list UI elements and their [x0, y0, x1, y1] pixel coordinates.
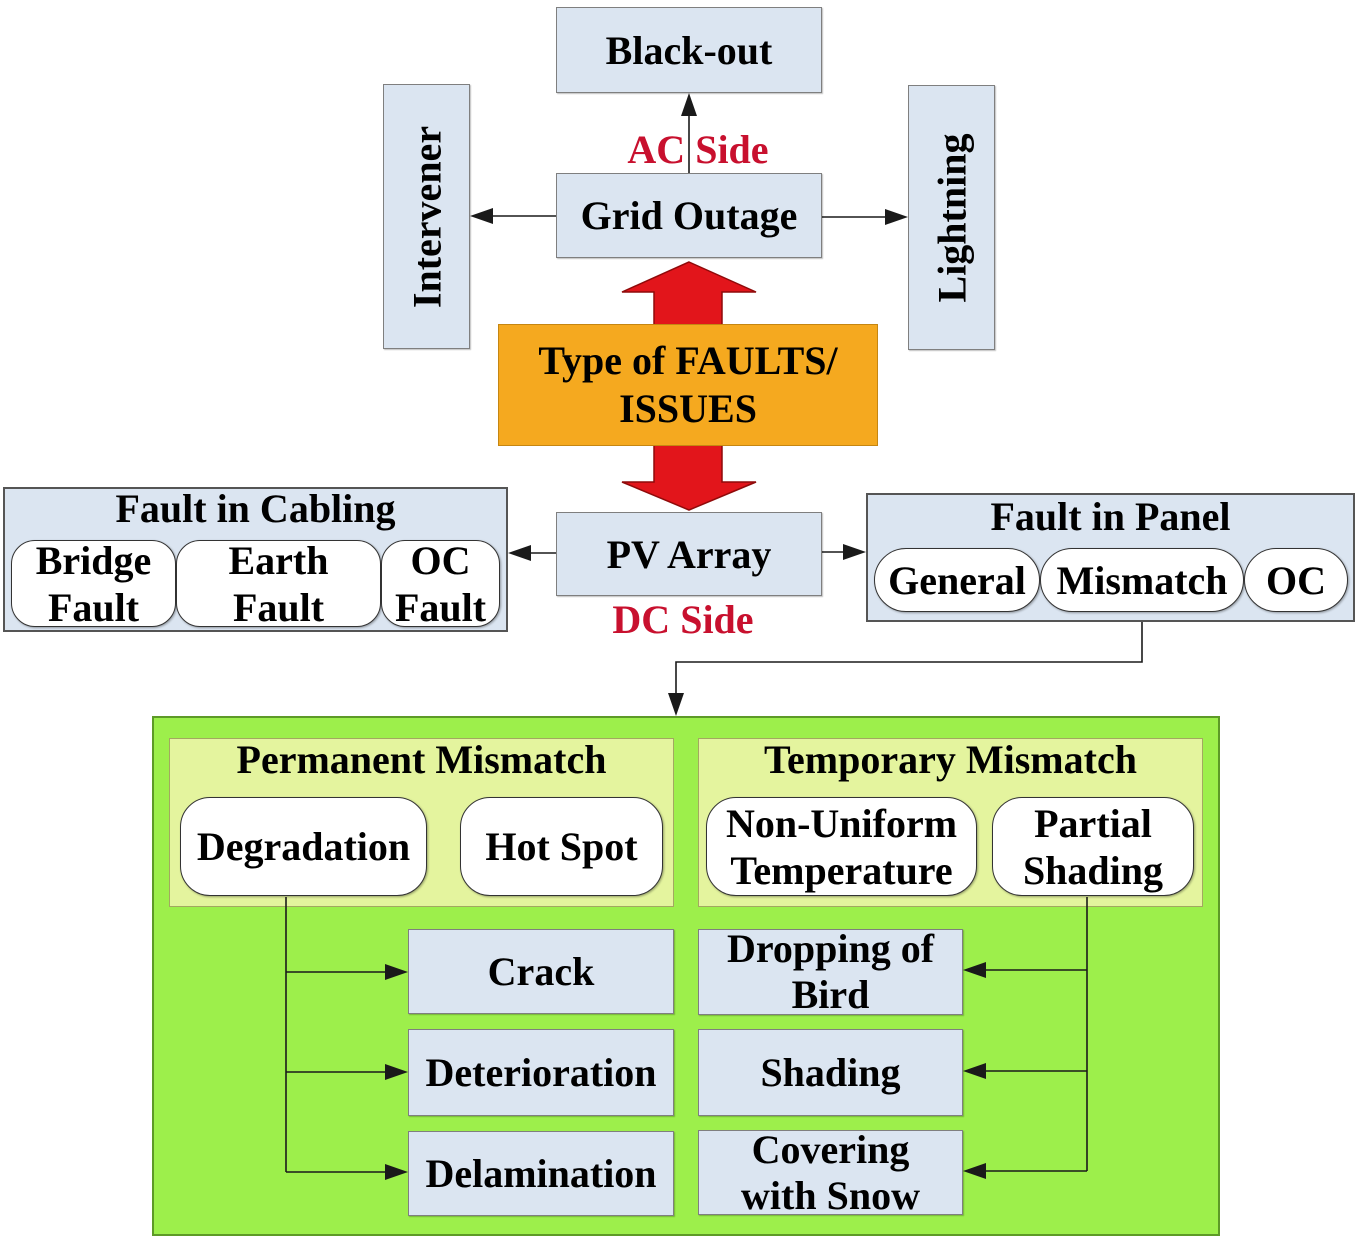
pv-array-label: PV Array: [606, 531, 772, 577]
arrow-grid-outage-to-intervener: [470, 208, 556, 224]
arrow-to-crack: [286, 964, 408, 980]
pv-array-box: PV Array: [556, 512, 822, 596]
covering-with-snow-box: Covering with Snow: [698, 1126, 963, 1218]
temporary-mismatch-panel: Temporary Mismatch Non-Uniform Temperatu…: [698, 738, 1203, 907]
general-node: General: [874, 548, 1040, 612]
permanent-mismatch-panel: Permanent Mismatch Degradation Hot Spot: [169, 738, 674, 907]
permanent-mismatch-title: Permanent Mismatch: [236, 737, 607, 782]
mismatch-node: Mismatch: [1040, 548, 1244, 612]
deterioration-box: Deterioration: [408, 1029, 674, 1116]
general-label: General: [888, 557, 1026, 603]
non-uniform-temperature-node: Non-Uniform Temperature: [706, 797, 977, 896]
arrow-pv-array-to-cabling: [508, 545, 556, 561]
oc-label: OC: [1266, 557, 1326, 603]
arrow-grid-outage-to-blackout: [681, 93, 697, 173]
arrows-degradation-to-effects: [285, 897, 408, 1180]
bridge-fault-node: Bridge Fault: [11, 537, 176, 630]
hot-spot-node: Hot Spot: [460, 797, 663, 896]
crack-label: Crack: [487, 948, 595, 994]
fault-in-panel-title: Fault in Panel: [990, 494, 1231, 539]
shading-box: Shading: [698, 1029, 963, 1116]
oc-fault-line-2: Fault: [394, 584, 487, 630]
earth-fault-line-1: Earth: [228, 537, 329, 583]
lightning-box: Lightning: [908, 85, 995, 350]
grid-outage-label: Grid Outage: [580, 193, 798, 238]
arrow-mismatch-to-mismatch-area: [668, 612, 1143, 716]
fault-in-cabling-box: Fault in Cabling Bridge Fault Earth Faul…: [3, 487, 508, 632]
grid-outage-box: Grid Outage: [556, 173, 822, 258]
non-uniform-temperature-line-1: Non-Uniform: [725, 800, 958, 846]
arrows-partial-shading-to-effects: [963, 897, 1088, 1179]
oc-fault-node: OC Fault: [381, 537, 500, 630]
partial-shading-line-1: Partial: [1034, 800, 1152, 846]
dropping-of-bird-box: Dropping of Bird: [698, 926, 963, 1017]
oc-fault-line-1: OC: [410, 537, 471, 583]
shading-label: Shading: [760, 1049, 901, 1095]
earth-fault-line-2: Fault: [232, 584, 325, 630]
mismatch-label: Mismatch: [1056, 557, 1228, 603]
dropping-of-bird-line-2: Bird: [791, 972, 870, 1017]
deterioration-label: Deterioration: [425, 1049, 657, 1095]
delamination-box: Delamination: [408, 1131, 674, 1216]
non-uniform-temperature-line-2: Temperature: [730, 847, 953, 893]
degradation-node: Degradation: [180, 797, 427, 896]
arrow-to-delamination: [286, 1164, 408, 1180]
ac-side-label: AC Side: [627, 127, 769, 172]
bridge-fault-line-2: Fault: [47, 584, 140, 630]
dropping-of-bird-line-1: Dropping of: [726, 926, 935, 971]
partial-shading-line-2: Shading: [1022, 847, 1164, 893]
arrow-to-shading: [963, 1063, 1087, 1079]
hot-spot-label: Hot Spot: [485, 824, 638, 869]
arrow-to-covering-with-snow: [963, 1163, 1087, 1179]
blackout-label: Black-out: [605, 27, 773, 73]
fault-types-line-2: ISSUES: [619, 386, 757, 431]
partial-shading-node: Partial Shading: [992, 797, 1194, 896]
degradation-label: Degradation: [196, 824, 411, 869]
intervener-label: Intervener: [404, 125, 449, 308]
covering-with-snow-line-1: Covering: [751, 1126, 910, 1172]
crack-box: Crack: [408, 929, 674, 1014]
covering-with-snow-line-2: with Snow: [741, 1172, 920, 1218]
dc-side-label: DC Side: [612, 597, 754, 642]
fault-types-line-1: Type of FAULTS/: [538, 338, 838, 383]
intervener-box: Intervener: [383, 84, 470, 349]
arrow-to-dropping-of-bird: [963, 962, 1087, 978]
earth-fault-node: Earth Fault: [176, 537, 381, 630]
fault-types-box: Type of FAULTS/ ISSUES: [498, 324, 878, 446]
blackout-box: Black-out: [556, 7, 822, 93]
arrow-pv-array-to-panel: [822, 544, 866, 560]
temporary-mismatch-title: Temporary Mismatch: [764, 737, 1137, 782]
fault-in-panel-box: Fault in Panel General Mismatch OC: [866, 493, 1355, 622]
arrow-to-deterioration: [286, 1064, 408, 1080]
bridge-fault-line-1: Bridge: [35, 537, 152, 583]
oc-node: OC: [1244, 548, 1348, 612]
fault-in-cabling-title: Fault in Cabling: [115, 486, 396, 531]
arrow-grid-outage-to-lightning: [822, 209, 908, 225]
delamination-label: Delamination: [425, 1150, 657, 1196]
lightning-label: Lightning: [929, 133, 974, 302]
